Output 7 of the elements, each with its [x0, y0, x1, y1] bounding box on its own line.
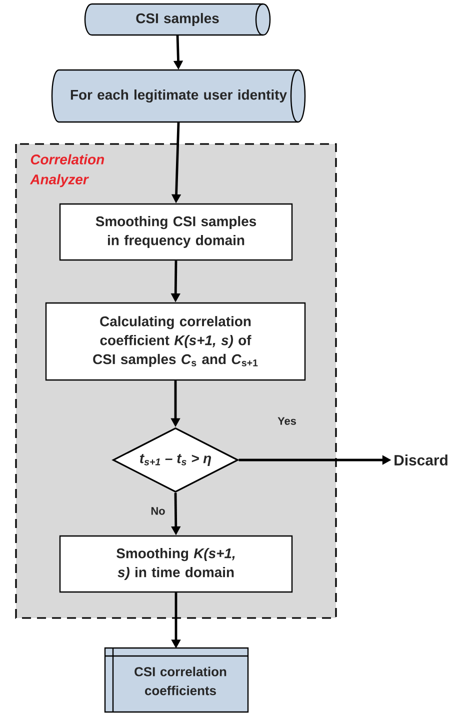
edge-label: No [150, 506, 166, 516]
end-text: Discard [394, 454, 448, 466]
process-box: Smoothing CSI samples in frequency domain [59, 203, 293, 261]
data-store-box: CSI correlation coefficients [104, 647, 249, 713]
process-box: Calculating correlation coefficient K(s+1, s) of CSI samples C$_{s}$ and C$_{s+1}$ [45, 302, 306, 381]
edge-label: Yes [276, 416, 298, 426]
process-box: Smoothing K(s+1, s) in time domain [59, 535, 293, 593]
